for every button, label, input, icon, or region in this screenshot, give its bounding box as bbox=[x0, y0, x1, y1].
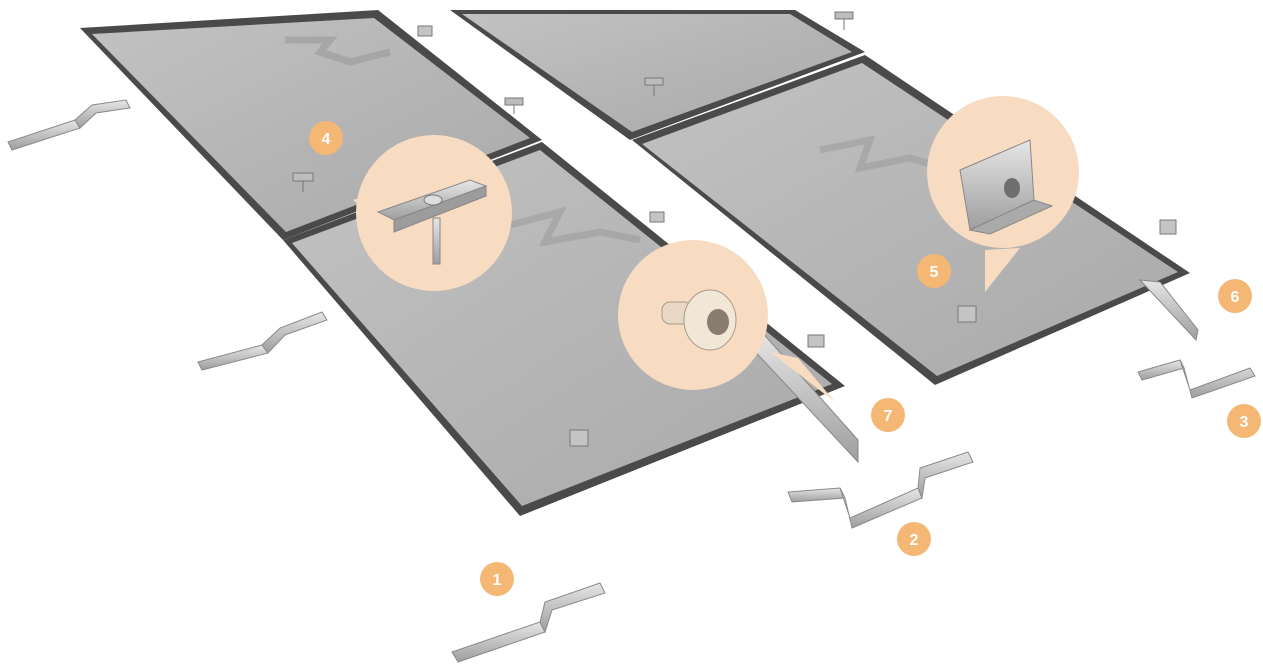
badge-5: 5 bbox=[917, 254, 951, 288]
badge-6: 6 bbox=[1218, 279, 1252, 313]
roof-hook-3 bbox=[1138, 360, 1255, 398]
badge-label: 3 bbox=[1240, 414, 1249, 431]
badge-label: 4 bbox=[322, 131, 331, 148]
roof-hook-1 bbox=[452, 583, 605, 662]
badge-label: 2 bbox=[910, 532, 919, 549]
badge-label: 5 bbox=[930, 264, 939, 281]
roof-hook bbox=[8, 100, 130, 150]
roof-hook bbox=[198, 312, 327, 370]
badge-label: 7 bbox=[884, 408, 893, 425]
roof-hook-2 bbox=[788, 452, 973, 528]
badge-2: 2 bbox=[897, 522, 931, 556]
badge-label: 6 bbox=[1231, 289, 1240, 306]
badge-7: 7 bbox=[871, 398, 905, 432]
badge-label: 1 bbox=[493, 572, 502, 589]
badge-4: 4 bbox=[309, 121, 343, 155]
badge-1: 1 bbox=[480, 562, 514, 596]
badge-3: 3 bbox=[1227, 404, 1261, 438]
